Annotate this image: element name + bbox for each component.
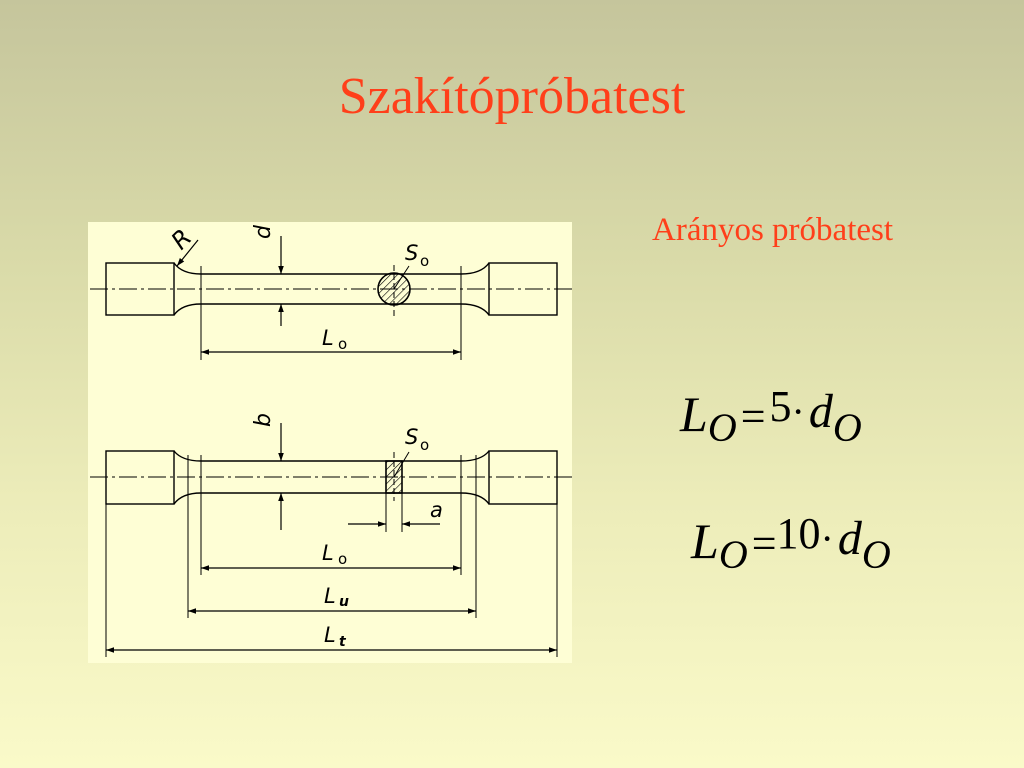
label-d: d: [251, 224, 276, 239]
label-Lu-sub: u: [339, 594, 349, 610]
label-Lt-sub: t: [339, 634, 347, 650]
label-Lt: L: [324, 623, 336, 647]
formula-5d-dot: ·: [791, 389, 805, 434]
formula-10d-d-sub: O: [861, 532, 891, 577]
formula-5d-d-sub: O: [832, 405, 862, 450]
formula-5d-L-sub: O: [707, 405, 737, 450]
label-Lu: L: [324, 584, 336, 608]
label-S0-flat: S: [405, 425, 418, 449]
formula-10d-equals: =: [751, 519, 777, 568]
specimen-drawing-panel: [88, 222, 572, 663]
label-L0-round: L: [322, 326, 334, 350]
formula-10d-L: L: [691, 513, 719, 569]
formula-10d-dot: ·: [820, 516, 834, 561]
label-S0-round: S: [405, 241, 418, 265]
formula-5d-equals: =: [740, 392, 766, 441]
formula-10d-d: d: [837, 512, 862, 565]
label-a: a: [430, 498, 443, 522]
formula-5d: LO = 5· dO: [680, 382, 862, 450]
label-L0-round-sub: o: [338, 335, 347, 353]
formula-5d-factor: 5: [769, 382, 792, 431]
formula-10d: LO =10· dO: [691, 509, 891, 577]
formula-10d-factor: 10: [776, 509, 821, 558]
round-specimen: [90, 236, 572, 360]
label-L0-flat-sub: o: [338, 550, 347, 568]
label-L0-flat: L: [322, 541, 334, 565]
label-S0-flat-sub: o: [420, 436, 429, 454]
formula-5d-L: L: [680, 386, 708, 442]
slide-subtitle: Arányos próbatest: [652, 212, 894, 248]
flat-specimen: [90, 423, 572, 657]
label-S0-round-sub: o: [420, 252, 429, 270]
formula-5d-d: d: [808, 385, 833, 438]
slide-title: Szakítópróbatest: [338, 68, 686, 125]
label-R: R: [166, 223, 198, 255]
formula-10d-L-sub: O: [718, 532, 748, 577]
label-b: b: [251, 413, 276, 427]
